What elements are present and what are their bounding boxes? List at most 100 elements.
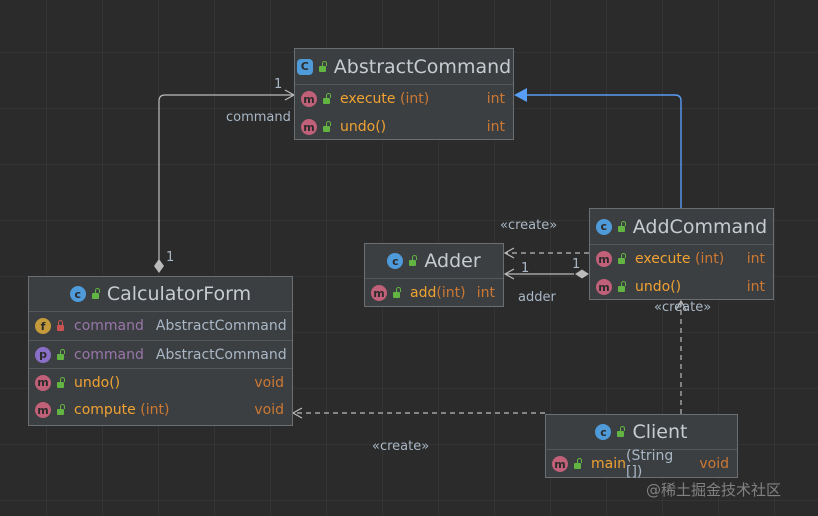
method-row[interactable]: m execute (int) int [590, 245, 773, 273]
public-lock-icon [409, 255, 418, 266]
return-type: int [476, 285, 495, 301]
property-name: command [74, 346, 144, 363]
public-lock-icon [617, 426, 626, 437]
client-create-form-arrowhead [291, 407, 303, 419]
method-params: () [670, 279, 682, 295]
method-params: (int) [436, 285, 466, 301]
class-header: c Client [546, 415, 737, 450]
method-icon: m [596, 279, 612, 295]
method-row[interactable]: m main (String []) void [546, 448, 737, 480]
class-adder[interactable]: c Adder m add (int) int [364, 243, 504, 307]
class-abstract-command[interactable]: C AbstractCommand m execute (int) int m … [294, 48, 514, 140]
method-row[interactable]: m undo () int [295, 113, 513, 141]
create-client-form-label: «create» [372, 439, 430, 454]
command-source-multiplicity: 1 [166, 250, 175, 265]
public-lock-icon [617, 220, 626, 232]
class-add-command[interactable]: c AddCommand m execute (int) int m undo … [589, 208, 774, 300]
class-title: CalculatorForm [106, 283, 252, 305]
class-title: AddCommand [632, 215, 768, 238]
adder-aggregation-diamond [575, 269, 589, 279]
method-name: execute [635, 251, 691, 267]
abstract-class-icon: C [296, 58, 313, 75]
class-icon: c [69, 286, 86, 302]
method-name: add [410, 285, 437, 301]
class-header: c CalculatorForm [29, 277, 292, 312]
create-dependency-arrowhead [503, 247, 515, 259]
method-name: compute [74, 402, 136, 418]
field-row[interactable]: f command AbstractCommand [29, 312, 292, 340]
field-type: AbstractCommand [155, 318, 287, 334]
class-icon: c [387, 253, 404, 269]
public-lock-icon [323, 121, 331, 132]
method-row[interactable]: m undo () int [590, 273, 773, 301]
static-method-icon: m [552, 456, 568, 472]
method-params: () [375, 119, 387, 135]
return-type: int [746, 251, 765, 267]
class-header: c Adder [365, 244, 503, 279]
class-calculator-form[interactable]: c CalculatorForm f command AbstractComma… [28, 276, 293, 426]
method-name: undo [74, 374, 110, 391]
method-params: (String []) [625, 448, 674, 480]
public-lock-icon [57, 348, 65, 360]
inheritance-edge [527, 94, 682, 208]
command-aggregation-diamond [154, 259, 164, 273]
property-icon: p [35, 346, 51, 363]
return-type: void [254, 374, 284, 391]
method-params: () [109, 374, 121, 391]
method-icon: m [596, 251, 612, 267]
adder-source-multiplicity: 1 [572, 257, 581, 272]
field-icon: f [35, 318, 51, 334]
method-row[interactable]: m execute (int) int [295, 85, 513, 113]
method-icon: m [35, 402, 51, 418]
method-row[interactable]: m compute (int) void [29, 396, 292, 424]
method-params: (int) [395, 91, 430, 107]
return-type: int [746, 279, 765, 295]
public-lock-icon [618, 281, 626, 292]
command-association-edge [158, 94, 293, 262]
property-type: AbstractCommand [155, 346, 287, 363]
return-type: void [699, 456, 729, 472]
method-icon: m [301, 91, 317, 107]
method-name: execute [340, 91, 396, 107]
method-icon: m [35, 374, 51, 391]
watermark-text: @稀土掘金技术社区 [646, 481, 782, 499]
method-icon: m [371, 285, 387, 301]
command-role-label: command [226, 110, 291, 125]
return-type: int [486, 91, 505, 107]
runnable-class-icon: c [595, 424, 612, 440]
method-params: (int) [690, 251, 725, 267]
create-addcommand-adder-label: «create» [500, 218, 558, 233]
property-row[interactable]: p command AbstractCommand [29, 340, 292, 368]
class-header: C AbstractCommand [295, 49, 513, 85]
class-title: Client [632, 421, 688, 443]
public-lock-icon [323, 93, 331, 104]
adder-target-multiplicity: 1 [521, 261, 530, 276]
private-lock-icon [57, 320, 64, 331]
method-name: main [591, 456, 626, 472]
method-params: (int) [135, 402, 170, 418]
create-client-addcommand-label: «create» [654, 300, 712, 315]
class-icon: c [595, 218, 612, 235]
public-lock-icon [57, 376, 65, 388]
public-lock-icon [618, 253, 626, 264]
method-row[interactable]: m undo () void [29, 368, 292, 396]
class-title: Adder [424, 250, 481, 272]
method-row[interactable]: m add (int) int [365, 279, 503, 307]
method-name: undo [635, 279, 671, 295]
public-lock-icon [574, 458, 582, 469]
public-lock-icon [91, 288, 100, 299]
field-name: command [74, 318, 144, 334]
public-lock-icon [393, 287, 401, 298]
return-type: void [254, 402, 284, 418]
class-client[interactable]: c Client m main (String []) void [545, 414, 738, 480]
adder-role-label: adder [518, 290, 556, 305]
method-name: undo [340, 119, 376, 135]
adder-association-arrowhead [503, 268, 515, 280]
public-lock-icon [318, 60, 327, 72]
class-header: c AddCommand [590, 209, 773, 245]
inheritance-arrowhead [514, 88, 527, 102]
client-create-addcommand-arrowhead [675, 299, 687, 311]
command-target-multiplicity: 1 [274, 77, 283, 92]
method-icon: m [301, 119, 317, 135]
public-lock-icon [57, 404, 65, 415]
